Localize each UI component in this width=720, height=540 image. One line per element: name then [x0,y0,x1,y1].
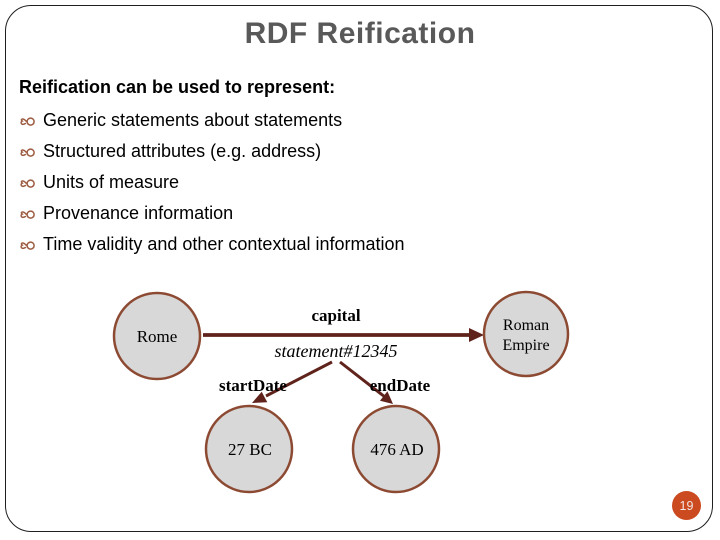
list-item: Provenance information [19,198,579,229]
capital-edge-label: capital [311,306,360,325]
roman-empire-node [482,290,570,378]
bullet-label: Units of measure [43,172,180,192]
bullet-label: Time validity and other contextual infor… [43,234,405,254]
bullet-list: Generic statements about statements Stru… [19,105,579,260]
rome-node [112,291,202,381]
start-date-node [204,404,294,494]
knot-bullet-icon [20,210,35,219]
end-date-node [351,404,441,494]
page-number-badge: 19 [672,491,701,520]
knot-bullet-icon [20,179,35,188]
page-title: RDF Reification [244,17,476,50]
list-item: Structured attributes (e.g. address) [19,136,579,167]
bullet-label: Generic statements about statements [43,110,343,130]
capital-arrowhead [469,328,484,342]
page-number: 19 [679,498,694,513]
enddate-edge [339,360,386,399]
enddate-edge-label: endDate [370,376,431,395]
rome-node-label: Rome [137,327,178,346]
bullet-label: Provenance information [43,203,234,223]
startdate-edge-label: startDate [219,376,287,395]
body-heading: Reification can be used to represent: [19,77,336,97]
list-item: Generic statements about statements [19,105,579,136]
body-block: Reification can be used to represent: Ge… [19,74,579,260]
list-item: Time validity and other contextual infor… [19,229,579,260]
startdate-arrowhead [252,391,268,403]
roman-empire-node-label-line2: Empire [502,337,549,354]
bullet-label: Structured attributes (e.g. address) [43,141,322,161]
statement-id-label: statement#12345 [275,341,398,361]
knot-bullet-icon [20,117,35,126]
enddate-arrowhead [380,391,393,404]
start-date-node-label: 27 BC [228,440,272,459]
list-item: Units of measure [19,167,579,198]
end-date-node-label: 476 AD [370,440,423,459]
knot-bullet-icon [20,241,35,250]
roman-empire-node-label-line1: Roman [503,317,549,334]
knot-bullet-icon [20,148,35,157]
startdate-edge [265,360,333,398]
